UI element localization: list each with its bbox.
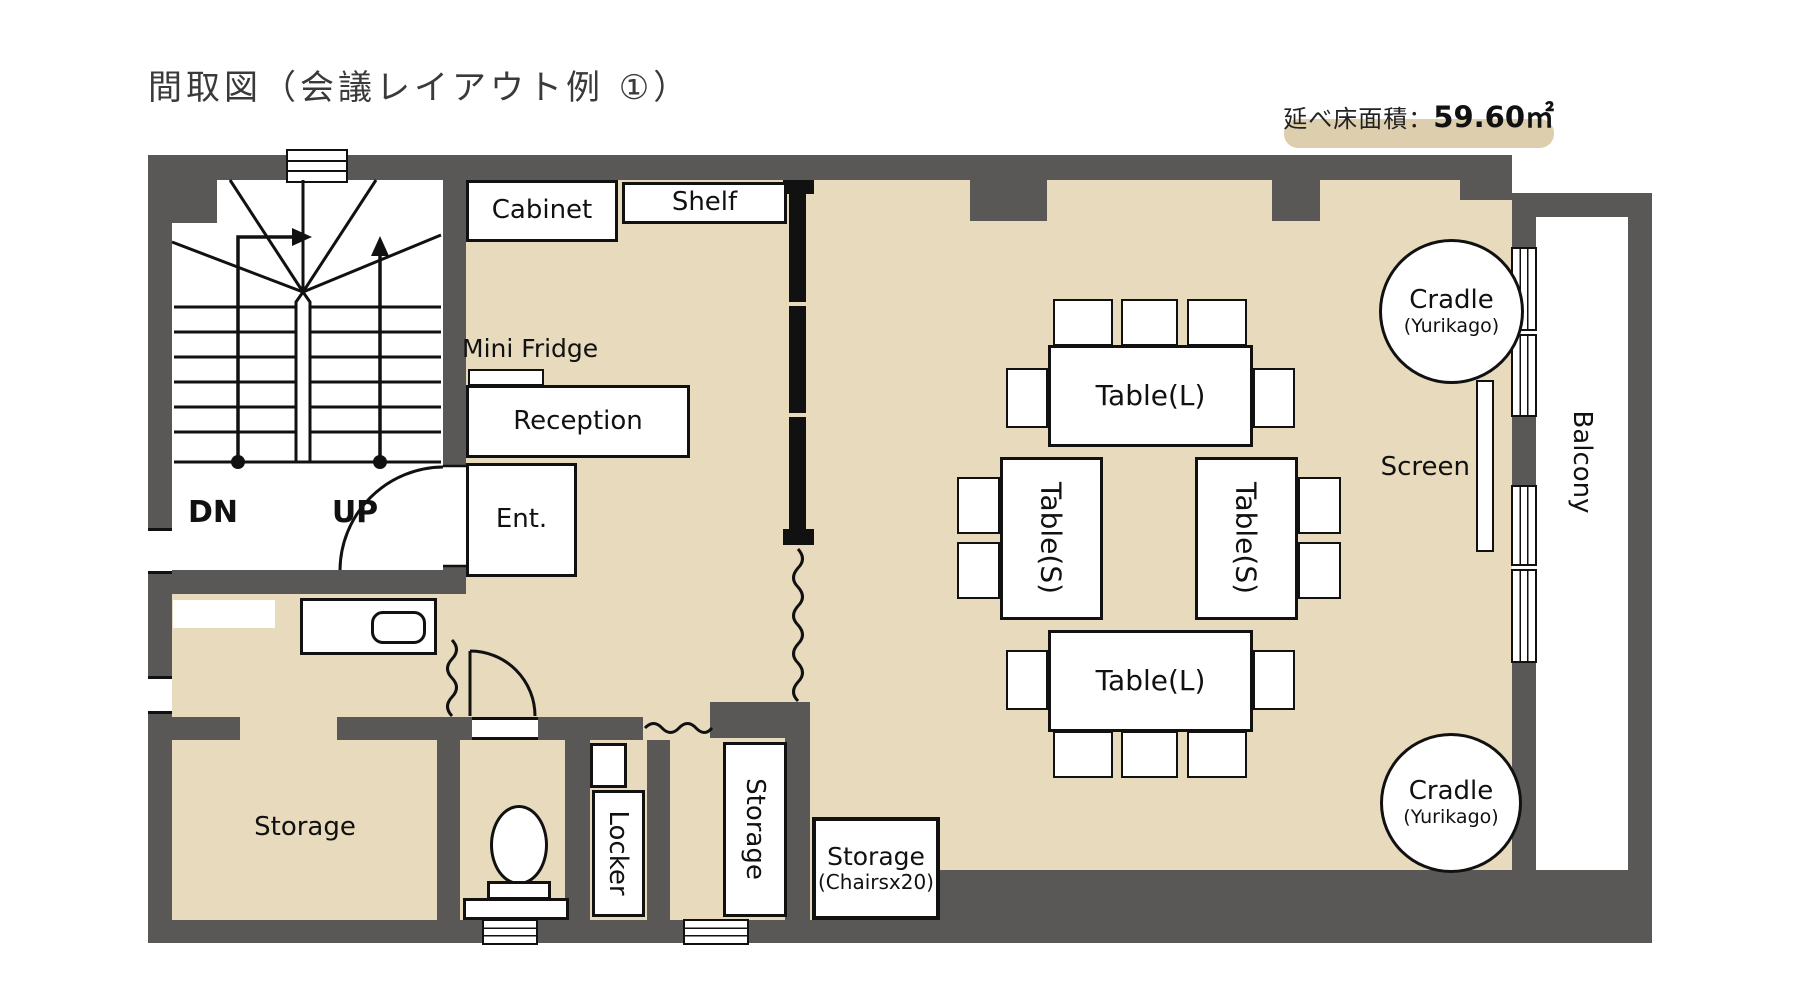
wall-right-a (1512, 217, 1536, 247)
wall-balcony-right (1628, 193, 1652, 943)
wall-mid-a (148, 717, 240, 740)
wall-locker-right (647, 740, 670, 920)
chair (957, 542, 1000, 599)
cabinet-label: Cabinet (491, 195, 593, 226)
wall-bottom (148, 920, 940, 943)
partition-segment-2 (789, 306, 806, 413)
left-wall-window-2 (148, 676, 172, 714)
area-value: 59.60㎡ (1433, 100, 1554, 134)
reception-label: Reception (513, 405, 643, 436)
wall-top-step (1460, 180, 1512, 200)
locker-top-cabinet (590, 743, 627, 788)
wall-landing-bottom (148, 570, 466, 594)
wall-top (148, 155, 1512, 180)
wall-mid-c (538, 717, 643, 740)
cradle-top: Cradle (Yurikago) (1379, 239, 1524, 384)
chair (1053, 731, 1113, 778)
chair (1006, 368, 1048, 428)
table-small-right-label: Table(S) (1229, 481, 1263, 595)
sink (371, 611, 426, 644)
chair (1253, 650, 1295, 710)
right-wall-window-4 (1511, 569, 1537, 663)
cradle-top-sub: (Yurikago) (1403, 314, 1500, 337)
toilet-tank-base (463, 898, 569, 920)
table-large-bottom: Table(L) (1048, 630, 1253, 732)
entrance-area: Ent. (466, 463, 577, 577)
bottom-window-2 (683, 919, 749, 945)
chair (1187, 731, 1247, 778)
chair (1121, 299, 1178, 346)
chair (1053, 299, 1113, 346)
pass-through-counter (173, 600, 275, 628)
wall-storage-right (437, 740, 460, 920)
area-highlight-bar (1284, 119, 1554, 148)
chair (1187, 299, 1247, 346)
chair (957, 477, 1000, 534)
wall-stair-right-upper (443, 180, 466, 466)
chair (1006, 650, 1048, 710)
toilet-door-threshold (472, 717, 538, 740)
table-small-left-label: Table(S) (1034, 481, 1068, 595)
area-label: 延べ床面積： (1283, 105, 1434, 133)
wall-right-c (1512, 663, 1536, 870)
chair (1121, 731, 1178, 778)
mini-fridge-label: Mini Fridge (462, 334, 599, 363)
wall-mid-b (337, 717, 472, 740)
partition-cap-bottom (783, 529, 814, 545)
locker-label: Locker (603, 810, 633, 896)
right-wall-window-2 (1511, 334, 1537, 417)
chair (1298, 477, 1341, 534)
cradle-bottom-title: Cradle (1408, 776, 1494, 807)
table-large-top-label: Table(L) (1095, 378, 1206, 412)
storage-cabinet-vertical (723, 742, 787, 917)
right-wall-window-3 (1511, 485, 1537, 566)
total-floor-area-badge: 延べ床面積：59.60㎡ (1200, 94, 1554, 136)
storage-cabinet-label: Storage (740, 778, 770, 880)
cabinet: Cabinet (466, 180, 618, 242)
entrance-label: Ent. (495, 504, 548, 535)
table-small-right (1195, 457, 1298, 620)
mini-fridge (468, 369, 544, 386)
wall-right-b (1512, 417, 1536, 485)
shelf: Shelf (622, 182, 787, 224)
table-small-left (1000, 457, 1103, 620)
screen-label: Screen (1380, 452, 1470, 482)
bottom-window-1 (482, 919, 538, 945)
left-wall-window-1 (148, 528, 172, 574)
screen (1476, 380, 1494, 552)
storage-room-label: Storage (254, 812, 356, 842)
partition-cap-top (783, 180, 814, 194)
cradle-top-title: Cradle (1409, 284, 1494, 315)
cradle-bottom: Cradle (Yurikago) (1380, 733, 1522, 873)
stairs-down-label: DN (187, 495, 238, 530)
wall-pillar-1 (970, 180, 1047, 221)
chair (1253, 368, 1295, 428)
wall-toilet-right (565, 740, 590, 920)
page-title: 間取図（会議レイアウト例 ①） (148, 68, 692, 108)
shelf-label: Shelf (671, 187, 738, 218)
partition-segment-3 (789, 417, 806, 529)
reception-desk: Reception (466, 385, 690, 458)
kitchenette-counter (300, 598, 437, 655)
wall-bottom-thick (940, 870, 1652, 943)
locker (592, 790, 645, 917)
chair-storage-title: Storage (827, 841, 925, 871)
chair-storage-sub: (Chairsx20) (818, 870, 934, 895)
wall-pillar-2 (1272, 180, 1320, 221)
balcony-floor (1536, 217, 1628, 870)
entrance-door-gap (443, 466, 466, 566)
wall-partition-stub (785, 702, 810, 920)
table-large-bottom-label: Table(L) (1095, 663, 1206, 697)
chair (1298, 542, 1341, 599)
balcony-label: Balcony (1567, 410, 1597, 514)
partition-segment-1 (789, 194, 806, 302)
cradle-bottom-sub: (Yurikago) (1403, 806, 1499, 829)
table-large-top: Table(L) (1048, 345, 1253, 447)
chair-storage: Storage (Chairsx20) (812, 817, 940, 920)
toilet-bowl (490, 805, 548, 885)
stairs-up-label: UP (331, 495, 379, 530)
stairwell-window (286, 149, 348, 183)
